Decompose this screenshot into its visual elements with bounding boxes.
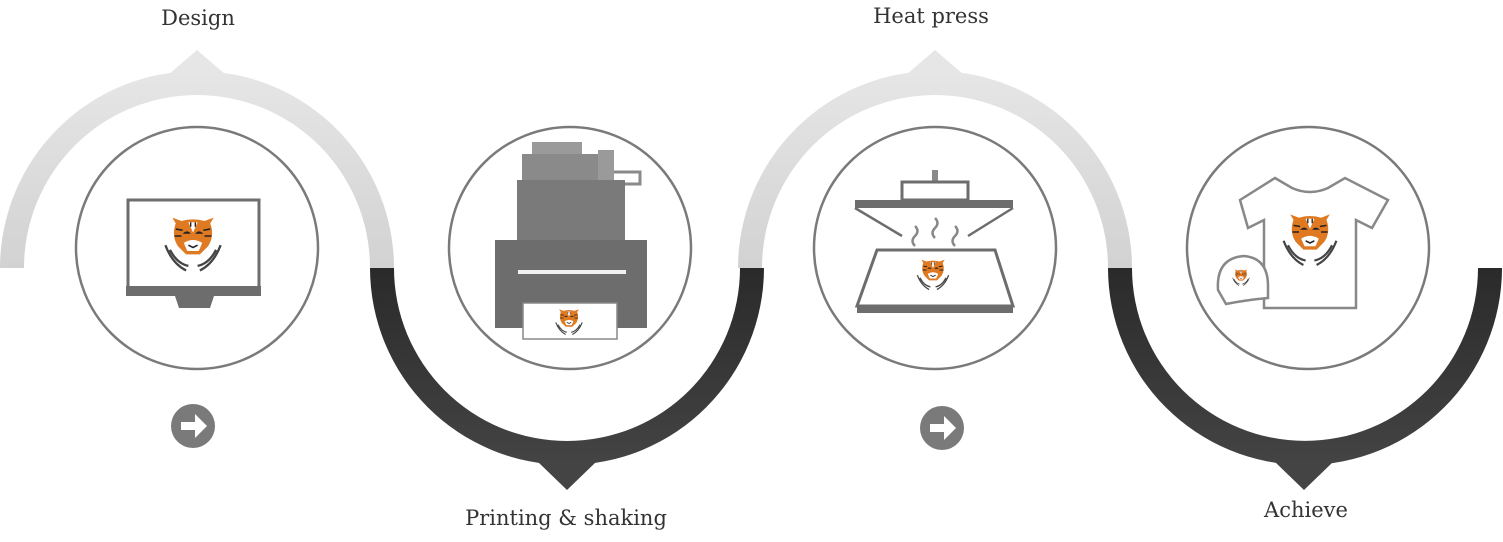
- arc-heat-press: [738, 71, 1132, 268]
- arc-achieve: [1108, 268, 1502, 465]
- step-label-printing: Printing & shaking: [465, 506, 667, 530]
- step-label-achieve: Achieve: [1264, 498, 1348, 522]
- arrow-right-circle-icon: [920, 406, 964, 450]
- pointer-achieve: [1275, 462, 1333, 490]
- monitor-with-tiger-icon: [126, 198, 261, 308]
- pointer-heat-press: [906, 50, 964, 75]
- arrow-right-circle-icon: [171, 404, 215, 448]
- arc-design: [0, 71, 394, 268]
- heat-press-icon: [854, 170, 1016, 313]
- step-circle-heat-press: [812, 125, 1058, 371]
- pointer-printing: [538, 462, 596, 490]
- arc-printing: [370, 268, 764, 465]
- step-label-design: Design: [161, 6, 235, 30]
- tshirt-and-cap-icon: [1216, 176, 1390, 310]
- step-label-heat-press: Heat press: [873, 4, 989, 28]
- pointer-design: [168, 50, 226, 75]
- dtf-printer-icon: [495, 142, 647, 340]
